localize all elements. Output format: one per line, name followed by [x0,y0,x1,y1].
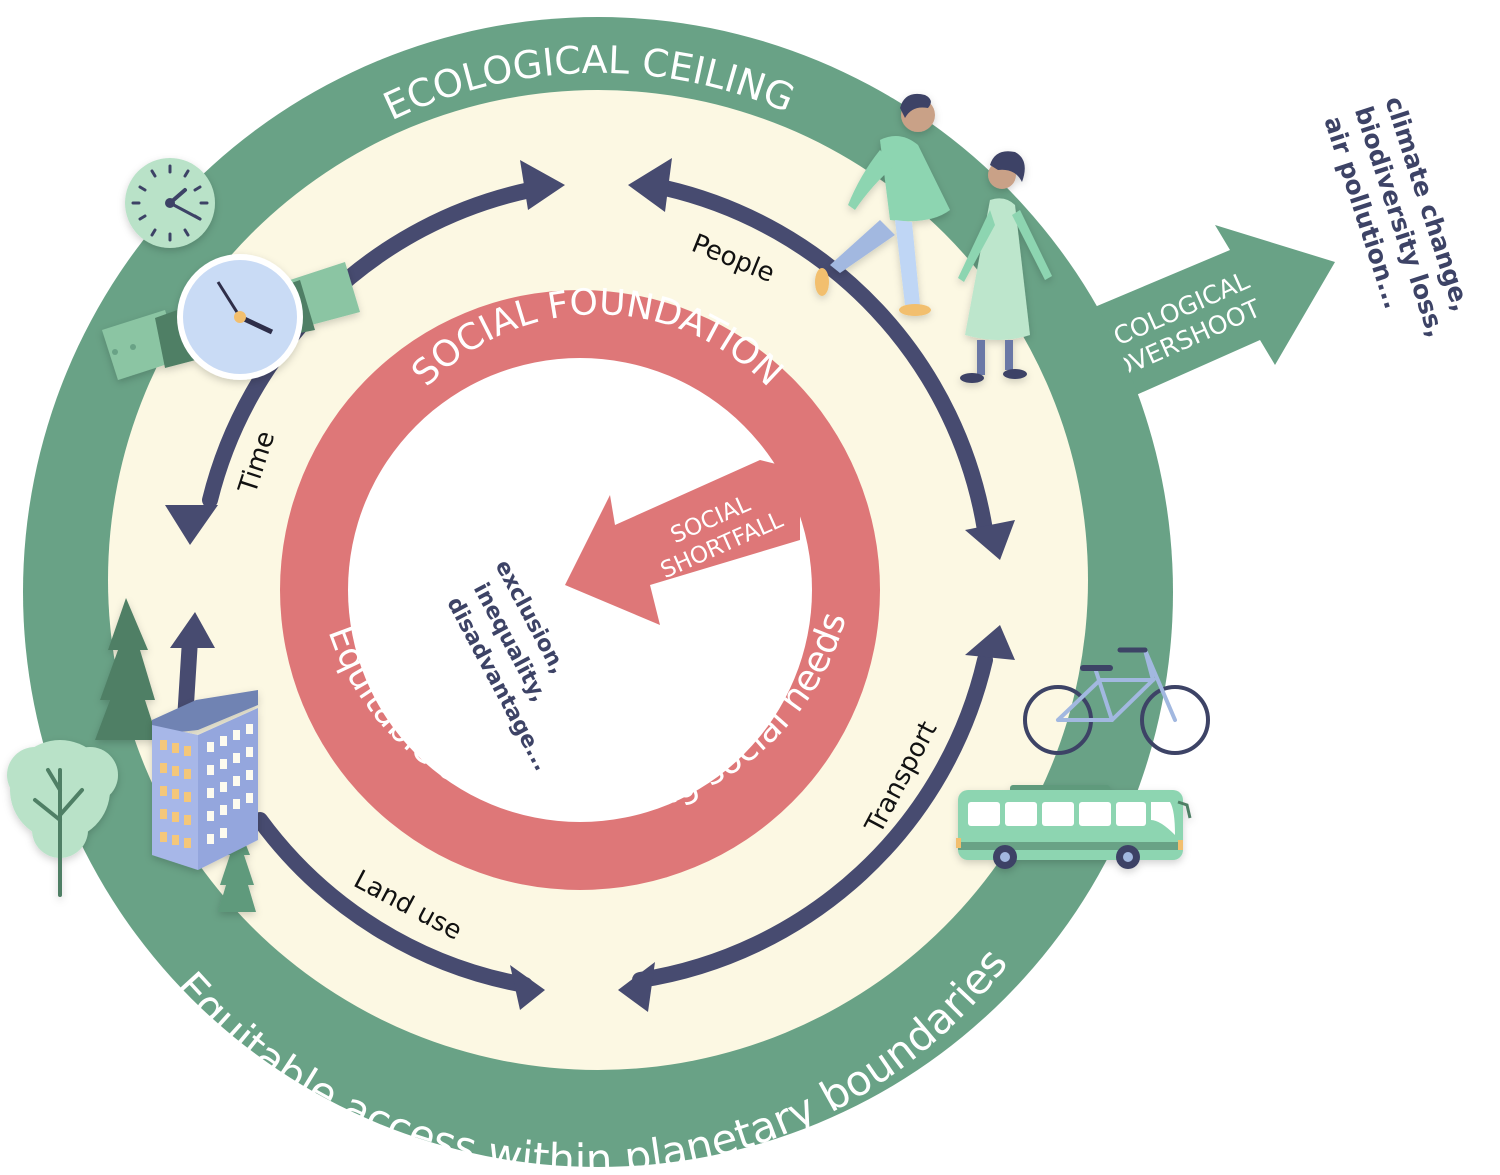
arrowhead-land-use [510,965,545,1010]
building-windows [207,724,253,844]
pine-tree-large-icon [95,598,158,740]
bicycle-icon [1023,647,1210,755]
arrowhead-time-bottom [165,505,218,545]
building-windows-lit [160,740,191,848]
walking-people-icon [815,93,1052,383]
arrowhead-transport-bottom [618,962,655,1012]
arrowhead-time-top [520,160,565,210]
wall-clock-icon [125,158,215,248]
transport-arrow-arc [632,652,993,988]
shortfall-arrow-shape [565,460,800,625]
apartment-building-icon [152,690,258,870]
arrowhead-up [170,612,215,648]
overshoot-examples: climate change, biodiversity loss, air p… [1318,93,1476,341]
land-use-arrow-arc [252,812,533,993]
wristwatch-icon [102,254,360,380]
arrow-heads [165,158,1015,1012]
arrowhead-people-top [628,158,672,212]
arrowhead-transport-top [965,625,1015,660]
pine-tree-small-icon [218,820,256,912]
people-arrow-arc [657,180,993,538]
deciduous-tree-icon [7,740,118,897]
bus-icon [956,785,1192,869]
arrowhead-people-bottom [965,520,1015,560]
